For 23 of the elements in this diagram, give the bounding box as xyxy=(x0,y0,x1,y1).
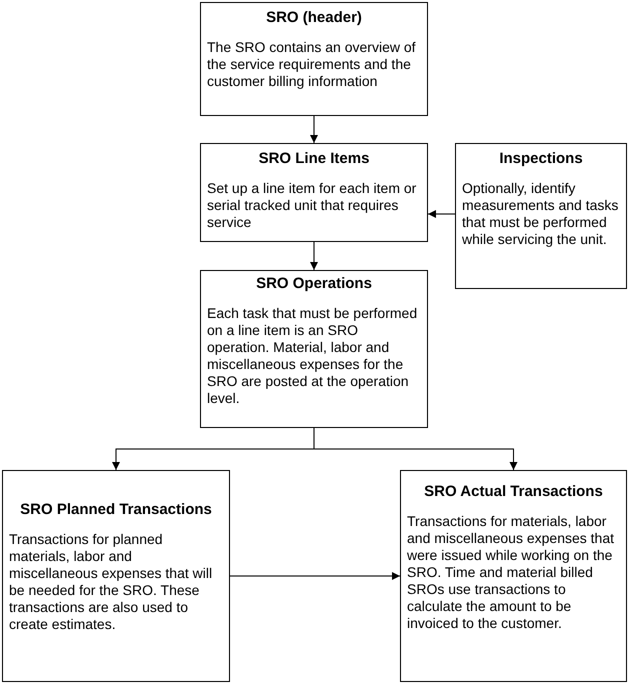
arrow xyxy=(310,242,318,270)
process-box xyxy=(2,470,230,682)
arrow xyxy=(428,210,456,218)
box-heading: SRO Planned Transactions xyxy=(19,501,213,519)
box-heading: SRO Actual Transactions xyxy=(423,483,604,501)
arrow xyxy=(314,428,518,470)
arrow xyxy=(310,116,318,144)
box-description: Each task that must be performed on a line item is an SRO operation. Material, labor and miscellaneous expenses for the SRO are posted at the operation level. xyxy=(207,305,418,407)
box-heading: SRO (header) xyxy=(265,9,363,27)
process-box xyxy=(455,143,627,289)
process-box xyxy=(200,270,428,428)
box-description: Transactions for planned materials, labor and miscellaneous expenses that will be needed for the SRO. These transactions are also used to create estimates. xyxy=(9,531,214,633)
process-box xyxy=(400,470,627,682)
box-description: The SRO contains an overview of the service requirements and the customer billing information xyxy=(207,39,417,90)
box-description: Transactions for materials, labor and miscellaneous expenses that were issued while working on the SRO. Time and material billed SROs use transactions to calculate the amount to be invoiced to the customer. xyxy=(407,513,616,632)
process-box xyxy=(200,2,428,116)
box-heading: SRO Operations xyxy=(255,275,373,293)
box-heading: Inspections xyxy=(498,150,584,168)
box-heading: SRO Line Items xyxy=(258,150,370,168)
process-box xyxy=(200,143,428,242)
arrow xyxy=(230,572,400,580)
box-description: Set up a line item for each item or serial tracked unit that requires service xyxy=(207,180,418,231)
box-description: Optionally, identify measurements and tasks that must be performed while servicing the unit. xyxy=(462,180,620,248)
